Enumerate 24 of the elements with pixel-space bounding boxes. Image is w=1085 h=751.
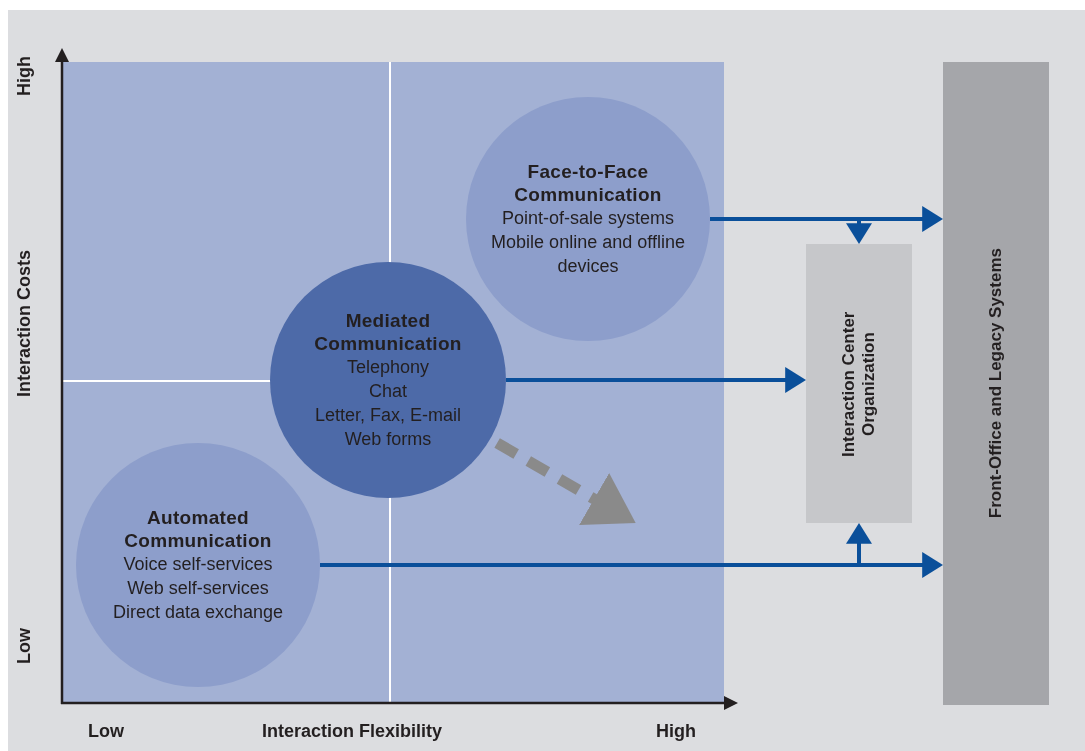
axis-title: Interaction Flexibility — [262, 721, 443, 742]
item-text: Web forms — [344, 428, 432, 451]
item-text: Web self-services — [127, 577, 269, 600]
axis-label: High — [14, 56, 35, 96]
item-text: Chat — [369, 380, 407, 403]
axis-title: Interaction Costs — [14, 250, 35, 398]
box-label: Front-Office and Legacy Systems — [986, 248, 1006, 519]
axis-label: Low — [14, 628, 35, 664]
box-label: Interaction Center Organization — [839, 309, 879, 459]
circle-title: Automated Communication — [123, 506, 273, 552]
item-text: Voice self-services — [123, 553, 273, 576]
systems-bar — [943, 62, 1049, 705]
axis-label: Low — [88, 721, 124, 742]
item-text: Point-of-sale systems — [501, 207, 675, 230]
axis-label: High — [656, 721, 696, 742]
item-text: Letter, Fax, E-mail — [314, 404, 462, 427]
organization-box — [806, 244, 912, 523]
circle-title: Mediated Communication — [313, 309, 463, 355]
item-text: Telephony — [346, 356, 430, 379]
circle-title: Face-to-Face Communication — [513, 160, 663, 206]
item-text: Mobile online and offline devices — [490, 231, 686, 278]
dashed-arrow — [494, 438, 636, 525]
arrow — [506, 367, 806, 393]
item-text: Direct data exchange — [112, 601, 284, 624]
